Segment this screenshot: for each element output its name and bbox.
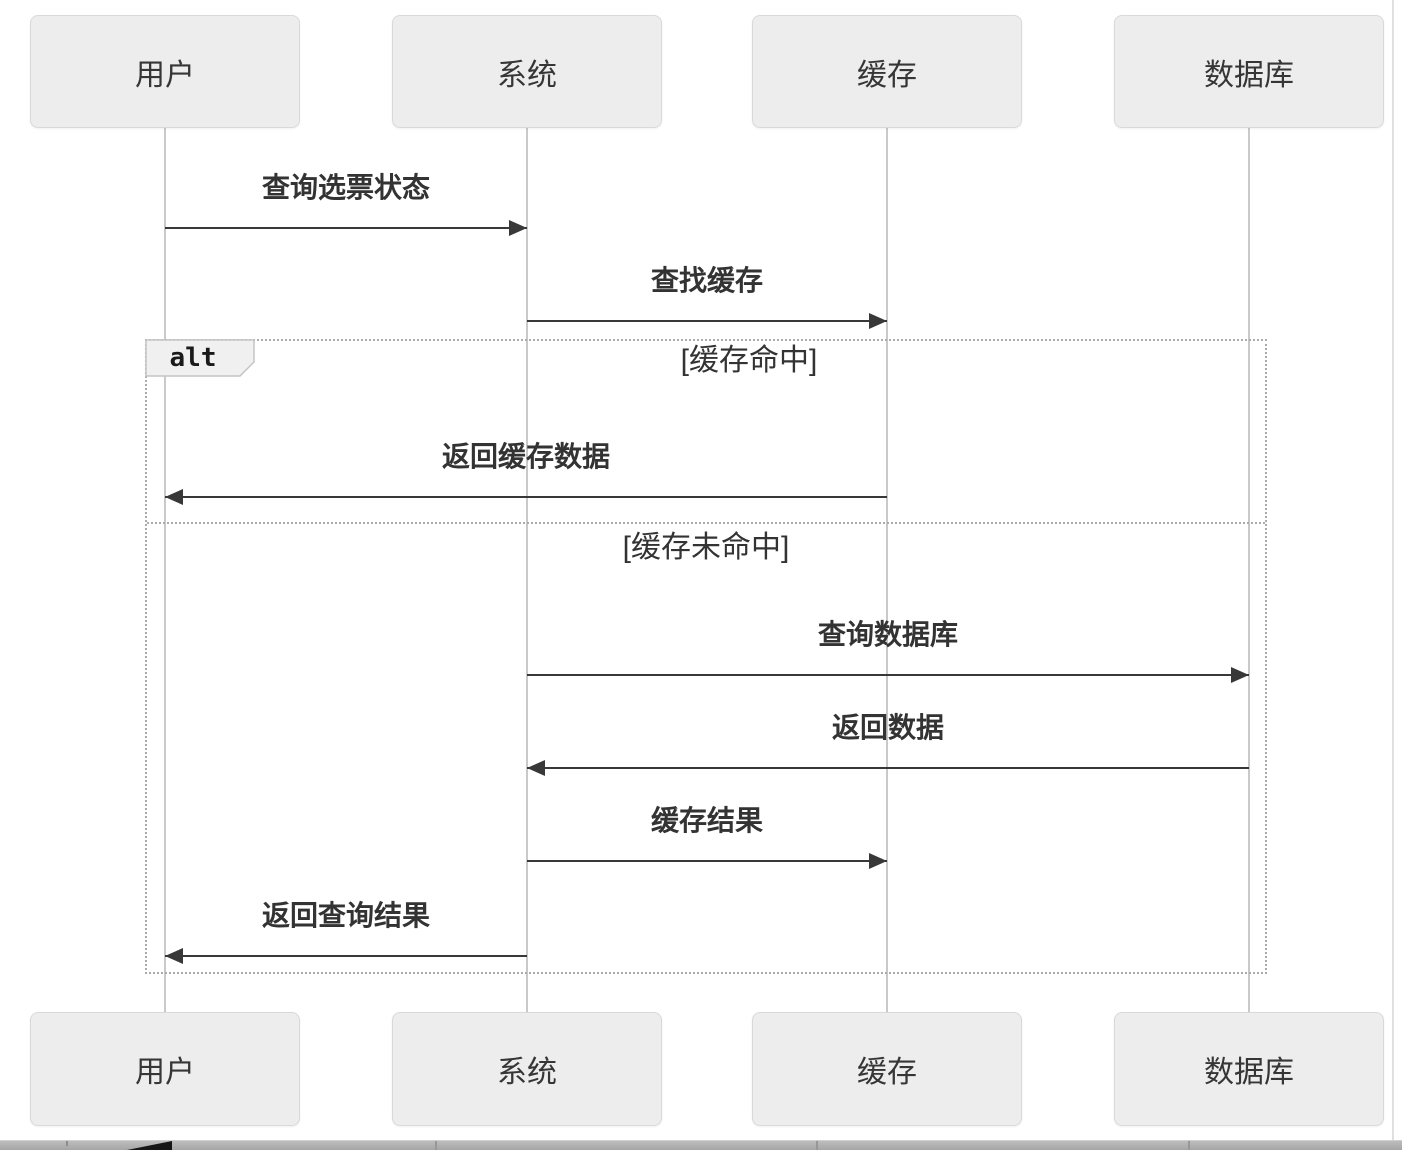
- cropped-window-strip: [0, 1140, 1402, 1150]
- lifeline-cache: [886, 128, 888, 1012]
- window-right-edge: [1392, 0, 1394, 1140]
- arrowhead-left-icon: [527, 760, 545, 776]
- strip-separator: [435, 1141, 437, 1150]
- participant-label: 系统: [497, 1056, 557, 1089]
- participant-label: 缓存: [857, 1056, 917, 1089]
- message-label: 查询数据库: [817, 619, 958, 650]
- message-arrow-line: [165, 955, 527, 957]
- participant-box-system-bottom: 系统: [392, 1012, 662, 1126]
- participant-label: 数据库: [1204, 1056, 1294, 1089]
- participant-label: 系统: [497, 58, 557, 92]
- alt-label: alt: [169, 343, 217, 373]
- arrowhead-left-icon: [165, 489, 183, 505]
- alt-condition-cache-miss: [缓存未命中]: [622, 531, 790, 564]
- message-arrow-line: [527, 674, 1249, 676]
- arrowhead-left-icon: [165, 948, 183, 964]
- message-arrow-line: [527, 860, 887, 862]
- message-label: 缓存结果: [650, 805, 763, 836]
- message-arrow-line: [165, 496, 887, 498]
- participant-box-cache-top: 缓存: [752, 15, 1022, 128]
- alt-section-divider: [147, 522, 1265, 524]
- participant-box-database-top: 数据库: [1114, 15, 1384, 128]
- alt-condition-cache-hit: [缓存命中]: [680, 344, 818, 377]
- message-label: 返回缓存数据: [441, 441, 610, 472]
- participant-box-cache-bottom: 缓存: [752, 1012, 1022, 1126]
- participant-label: 缓存: [857, 58, 917, 92]
- participant-label: 用户: [135, 58, 195, 92]
- message-label: 查找缓存: [650, 265, 763, 296]
- participant-box-user-bottom: 用户: [30, 1012, 300, 1126]
- participant-box-database-bottom: 数据库: [1114, 1012, 1384, 1126]
- message-arrow-line: [527, 320, 887, 322]
- message-label: 查询选票状态: [261, 172, 430, 203]
- lifeline-database: [1248, 128, 1250, 1012]
- participant-box-user-top: 用户: [30, 15, 300, 128]
- strip-tick: [66, 1141, 68, 1146]
- strip-separator: [1188, 1141, 1190, 1150]
- strip-separator: [816, 1141, 818, 1150]
- participant-box-system-top: 系统: [392, 15, 662, 128]
- cursor-artifact: [127, 1141, 172, 1150]
- arrowhead-right-icon: [869, 313, 887, 329]
- participant-label: 用户: [135, 1056, 195, 1089]
- lifeline-user: [164, 128, 166, 1012]
- lifeline-system: [526, 128, 528, 1012]
- participant-label: 数据库: [1204, 58, 1294, 92]
- arrowhead-right-icon: [1231, 667, 1249, 683]
- message-arrow-line: [165, 227, 527, 229]
- message-label: 返回查询结果: [261, 900, 430, 931]
- arrowhead-right-icon: [509, 220, 527, 236]
- alt-frame: [145, 339, 1267, 974]
- alt-label-shape: [145, 339, 255, 377]
- message-label: 返回数据: [831, 712, 944, 743]
- arrowhead-right-icon: [869, 853, 887, 869]
- message-arrow-line: [527, 767, 1249, 769]
